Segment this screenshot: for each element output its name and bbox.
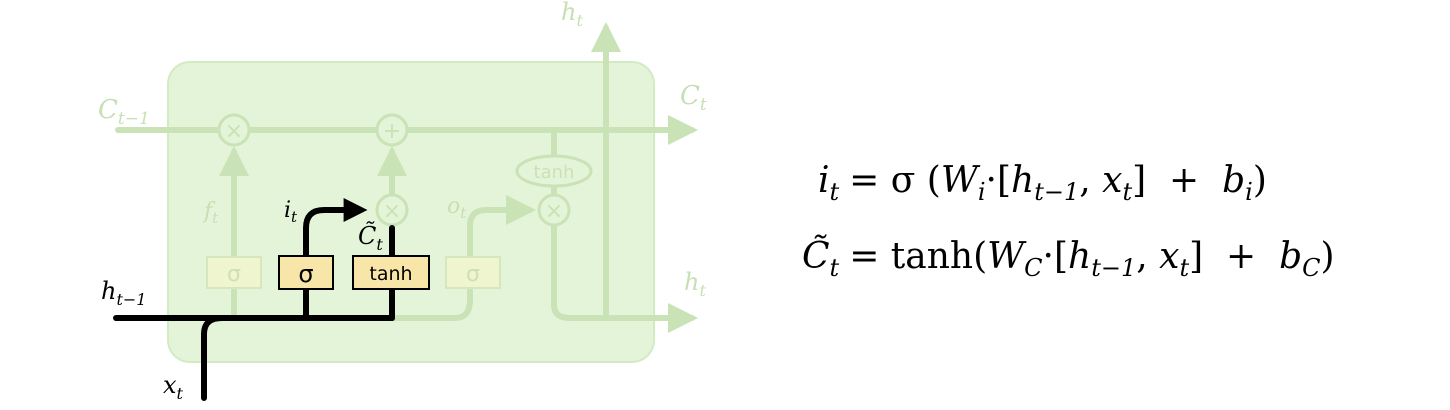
hidden-output-path	[551, 223, 698, 333]
forget-multiply-op	[217, 113, 251, 147]
output-sigma-layer	[445, 256, 501, 289]
faded-operators	[217, 113, 593, 227]
label-x-in: xt	[163, 371, 184, 403]
equation-candidate: C̃t= tanh(WC·[ht−1, xt] + bC)	[802, 235, 1335, 282]
candidate-tanh-label: tanh	[369, 263, 412, 285]
forget-sigma-label: σ	[227, 262, 241, 287]
label-i-gate: it	[284, 198, 298, 226]
cell-add-symbol: +	[383, 119, 401, 144]
tanh-pill-op	[515, 154, 593, 188]
xt-active-line	[201, 315, 225, 401]
label-c-tilde: C̃t	[358, 222, 383, 254]
label-h-top: ht	[561, 0, 583, 30]
candidate-tanh-layer	[352, 255, 430, 290]
label-c-out: Ct	[680, 81, 707, 115]
equation-input-gate: it= σ (Wi·[ht−1, xt] + bi)	[818, 160, 1267, 206]
label-h-right: ht	[684, 268, 706, 300]
label-o-gate: ot	[447, 194, 467, 222]
tanh-pill-label: tanh	[534, 162, 575, 183]
cell-add-op	[375, 113, 409, 147]
input-multiply-symbol: ×	[383, 199, 401, 224]
active-connections	[113, 198, 395, 401]
it-arrow-path	[303, 198, 368, 259]
output-multiply-op	[537, 193, 571, 227]
forget-sigma-layer	[206, 256, 262, 289]
faded-layers: σ σ	[206, 256, 501, 289]
output-sigma-label: σ	[466, 262, 480, 287]
forget-multiply-symbol: ×	[225, 119, 243, 144]
input-sigma-layer	[278, 255, 334, 290]
output-multiply-symbol: ×	[545, 199, 563, 224]
equations: it= σ (Wi·[ht−1, xt] + bi) C̃t= tanh(WC·…	[802, 160, 1335, 282]
label-c-prev: Ct−1	[98, 95, 150, 129]
label-h-prev: ht−1	[101, 277, 146, 309]
active-layers: σ tanh	[278, 255, 430, 290]
input-sigma-label: σ	[298, 260, 313, 288]
